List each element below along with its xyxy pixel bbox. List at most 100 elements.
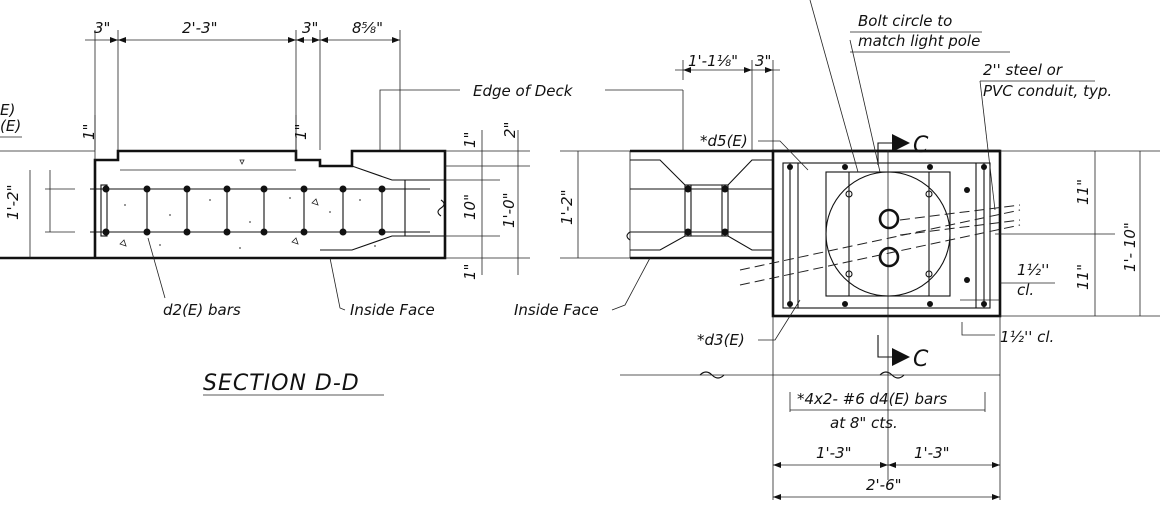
break-mark [879,371,905,379]
rebar [378,185,386,193]
conduit-line [739,224,1021,286]
dim-r-1c: 1" [461,264,479,280]
arrow [683,67,691,73]
speck [119,239,127,247]
dim-2-6: 2'-6" [866,476,902,494]
rebar [300,185,308,193]
rebar [223,185,231,193]
leader [809,0,859,173]
conduit-opening-bottom [878,246,900,268]
arrow [288,37,296,43]
label-conduit-2: PVC conduit, typ. [983,82,1112,100]
concrete-stipple [119,159,376,249]
rebar [183,185,191,193]
speck [159,244,161,246]
leader-conduit [979,80,996,211]
speck [289,197,291,199]
right-deck-bevel-bottom [630,235,773,251]
speck [374,245,376,247]
dim-11a: 11" [1074,179,1092,205]
break-mark [699,371,725,379]
rebar [684,228,692,236]
conduit-line [739,209,1021,271]
leader-d2 [147,237,166,299]
dim-3a: 3" [94,19,110,37]
arrow [296,37,304,43]
rebar [981,164,987,170]
dim-1b: 1" [292,124,310,140]
section-title: SECTION D-D [203,371,360,396]
rebar [964,277,970,283]
dim-2-3: 2'-3" [182,19,218,37]
rebar [721,185,729,193]
arrow [744,67,752,73]
rebar [927,301,933,307]
right-pole-base-section: Edge of Deck 1'-1⅛" 3" 1'-2" [473,0,1160,500]
dim-left-1-2: 1'-2" [4,184,22,220]
leader-d3 [758,299,801,341]
left-deck-section: 3" 2'-3" 3" 8⅝" 1" 1" 1'-2" E) (E) 1" 2"… [0,19,530,396]
arrow [118,37,126,43]
rebar [102,185,110,193]
speck [359,199,361,201]
rebar [842,301,848,307]
label-bars-1: *4x2- #6 d4(E) bars [797,390,947,408]
rebar [339,185,347,193]
left-deck-bevel [320,165,406,251]
dim-mid-3: 3" [755,52,771,70]
rebar [721,228,729,236]
leader-edge-of-deck [379,89,460,150]
section-c-bottom-head [892,348,910,366]
dim-r-1: 1" [461,132,479,148]
dim-r-1-0: 1'-0" [500,192,518,228]
arrow [880,462,888,468]
left-rebar-dots [102,185,386,236]
dim-1-1-8: 1'-1⅛" [688,52,738,70]
label-cl-2: 1½'' cl. [1000,328,1054,346]
break-mark [437,199,445,217]
rebar [964,187,970,193]
dim-1-3b: 1'-3" [914,444,950,462]
dim-mid-1-2: 1'-2" [558,189,576,225]
conduit-opening-top [878,208,900,230]
leader-cl-2 [961,322,995,336]
dim-1-3a: 1'-3" [816,444,852,462]
rebar [183,228,191,236]
label-bolt-circle-1: Bolt circle to [858,12,952,30]
pole-base-block [771,149,1002,318]
speck [239,247,241,249]
stirrup [721,184,729,237]
rebar [787,164,793,170]
rebar [223,228,231,236]
arrow [392,37,400,43]
label-left-e-top: E) [0,101,15,119]
label-inside-face-right: Inside Face [514,301,599,319]
break-mark [626,231,631,241]
label-edge-of-deck: Edge of Deck [473,82,574,100]
arrow [992,494,1000,500]
label-cl-1b: cl. [1017,281,1034,299]
rebar [378,228,386,236]
rebar [300,228,308,236]
section-c-bottom-arrow [877,335,892,358]
rebar [143,185,151,193]
rebar [684,185,692,193]
section-c-top-arrow [877,142,892,165]
arrow [765,67,773,73]
dim-r-2: 2" [501,122,519,138]
section-c-top-head [892,134,910,152]
stirrup [684,184,692,237]
speck [169,214,171,216]
arrow [888,462,896,468]
speck [329,211,331,213]
conduit-line [899,219,1021,236]
rebar [787,301,793,307]
rebar [981,301,987,307]
label-cl-1: 1½'' [1017,261,1049,279]
leader-bolt-circle [849,39,881,173]
arrow [773,494,781,500]
rebar [260,185,268,193]
rebar [143,228,151,236]
dim-3b: 3" [302,19,318,37]
